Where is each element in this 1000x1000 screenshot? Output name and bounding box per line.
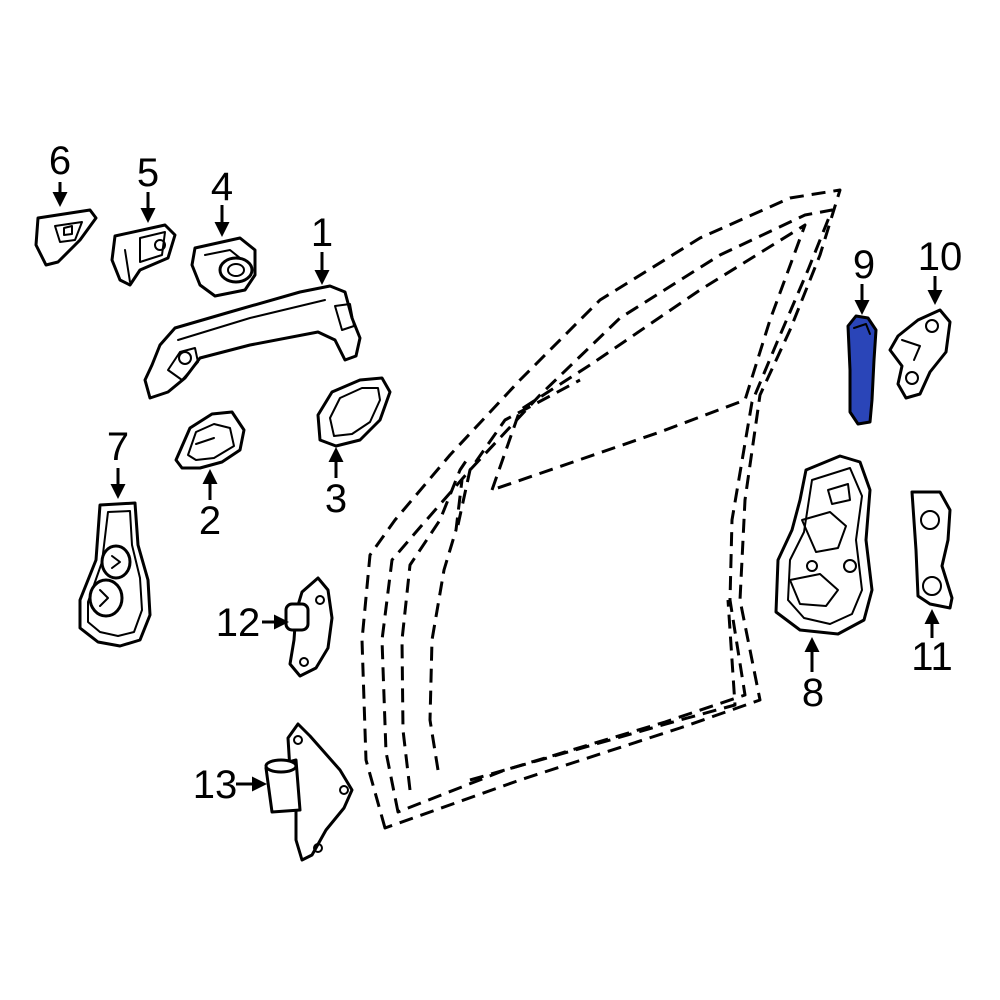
- part-10-striker: [888, 308, 952, 400]
- part-2-handle-gasket: [174, 410, 246, 470]
- part-12-upper-hinge: [284, 576, 334, 678]
- callout-4: 4: [211, 165, 233, 209]
- part-4-lock-cylinder: [190, 236, 257, 298]
- callout-13: 13: [193, 763, 238, 807]
- part-13-lower-hinge: [264, 722, 354, 862]
- part-6-handle-cap: [34, 208, 98, 267]
- part-9-highlighted-component: [846, 314, 878, 426]
- part-7-key-fob: [78, 501, 152, 648]
- door-outline: [360, 188, 842, 830]
- callout-9: 9: [853, 243, 875, 287]
- part-1-outside-handle: [143, 284, 362, 400]
- callout-10: 10: [918, 235, 963, 279]
- part-11-plate: [910, 490, 954, 610]
- part-3-handle-bezel: [316, 376, 392, 448]
- part-8-latch-assembly: [774, 454, 874, 636]
- callout-12: 12: [216, 601, 261, 645]
- callout-1: 1: [311, 211, 333, 255]
- callout-2: 2: [199, 499, 221, 543]
- callout-8: 8: [802, 671, 824, 715]
- part-5-lock-cylinder-cover: [110, 223, 177, 287]
- callout-7: 7: [107, 425, 129, 469]
- callout-11: 11: [911, 635, 953, 679]
- callout-labels: 6 5 4 1 2 3 7 12 13 8 9 10 11: [49, 139, 962, 807]
- callout-6: 6: [49, 139, 71, 183]
- callout-3: 3: [325, 477, 347, 521]
- callout-arrows: [52, 182, 943, 792]
- callout-5: 5: [137, 151, 159, 195]
